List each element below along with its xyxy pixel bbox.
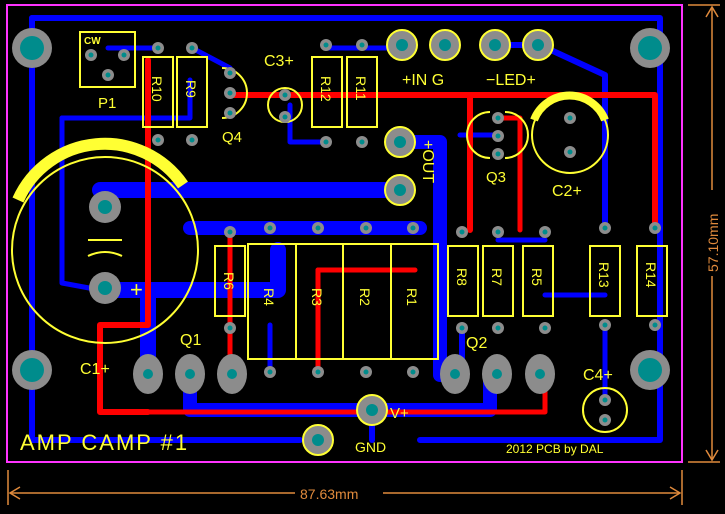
label-c1: C1+ — [80, 361, 110, 378]
q1-pad — [175, 354, 205, 394]
red-trace-right — [467, 92, 658, 233]
board-title: AMP CAMP #1 — [20, 430, 189, 455]
out-plus-pad — [384, 126, 416, 158]
height-dimension-label: 57.10mm — [705, 214, 721, 272]
label-q3: Q3 — [486, 169, 506, 186]
label-q1: Q1 — [180, 332, 201, 349]
label-gnd: GND — [355, 439, 386, 455]
label-r1: R1 — [404, 288, 420, 306]
label-r5: R5 — [529, 268, 545, 286]
mounting-hole — [630, 28, 670, 68]
c1-pad — [89, 272, 121, 304]
ground-ring-left-trace — [29, 15, 303, 443]
c1-outline — [11, 156, 199, 344]
c2-polarity-arc — [530, 91, 609, 122]
label-led: −LED+ — [486, 72, 536, 89]
label-r6: R6 — [221, 272, 237, 290]
label-c4: C4+ — [583, 367, 613, 384]
label-cw: CW — [84, 36, 101, 47]
c1-plate-bottom — [87, 251, 123, 257]
label-r11: R11 — [353, 76, 369, 101]
component-drills — [88, 42, 658, 423]
p1-outline — [79, 31, 136, 88]
r13-outline — [589, 245, 621, 317]
r9-outline — [176, 56, 208, 128]
r12-outline — [311, 56, 343, 128]
red-trace-left — [97, 57, 151, 415]
mounting-hole — [630, 350, 670, 390]
vplus-pad — [356, 394, 388, 426]
led-minus-pad — [479, 29, 511, 61]
trace-top-pot — [59, 77, 193, 121]
silkscreen-layer — [11, 31, 668, 433]
width-dimension-label: 87.63mm — [300, 486, 358, 502]
label-out: +OUT — [419, 140, 436, 183]
label-r13: R13 — [596, 262, 612, 288]
label-c3: C3+ — [264, 53, 294, 70]
c1-polarity-arc — [12, 137, 188, 203]
trace-r9-q4 — [189, 45, 233, 71]
trace-left-1 — [59, 115, 103, 293]
r8-outline — [447, 245, 479, 317]
label-in-g: +IN G — [402, 72, 444, 89]
r11-outline — [346, 56, 378, 128]
q1-pad — [133, 354, 163, 394]
in-plus-pad — [386, 29, 418, 61]
r6-outline — [214, 245, 246, 317]
label-r12: R12 — [318, 76, 334, 102]
led-plus-pad — [522, 29, 554, 61]
label-r9: R9 — [183, 80, 199, 98]
label-r7: R7 — [489, 268, 505, 286]
label-vplus: V+ — [390, 405, 409, 422]
trace-led — [492, 42, 608, 233]
c1-pad — [89, 191, 121, 223]
label-r8: R8 — [454, 268, 470, 286]
q1-pad — [217, 354, 247, 394]
q3-outline — [504, 111, 529, 159]
q3-outline-left — [466, 111, 491, 159]
label-r2: R2 — [357, 288, 373, 306]
q2-pad — [482, 354, 512, 394]
label-c2: C2+ — [552, 183, 582, 200]
mounting-hole — [12, 350, 52, 390]
trace-c1-lower — [92, 242, 286, 298]
q2-pad — [440, 354, 470, 394]
out-minus-pad — [384, 174, 416, 206]
q2-pad — [525, 354, 555, 394]
label-p1: P1 — [98, 95, 116, 112]
gnd-pad — [302, 424, 334, 456]
label-q2: Q2 — [466, 335, 487, 352]
c4-outline — [582, 387, 628, 433]
label-q4: Q4 — [222, 129, 242, 146]
r7-outline — [482, 245, 514, 317]
board-credit: 2012 PCB by DAL — [506, 442, 604, 456]
pads — [12, 28, 670, 456]
r5-outline — [522, 245, 554, 317]
label-r10: R10 — [149, 76, 165, 102]
r10-outline — [142, 56, 174, 128]
label-c1-plus: + — [130, 277, 143, 302]
silkscreen-text: CW P1 R10 R9 Q4 C3+ R12 R11 +IN G −LED+ … — [20, 36, 659, 456]
in-g-pad — [429, 29, 461, 61]
mounting-hole — [12, 28, 52, 68]
label-r4: R4 — [261, 288, 277, 306]
label-r14: R14 — [643, 262, 659, 288]
label-r3: R3 — [309, 288, 325, 306]
r14-outline — [636, 245, 668, 317]
